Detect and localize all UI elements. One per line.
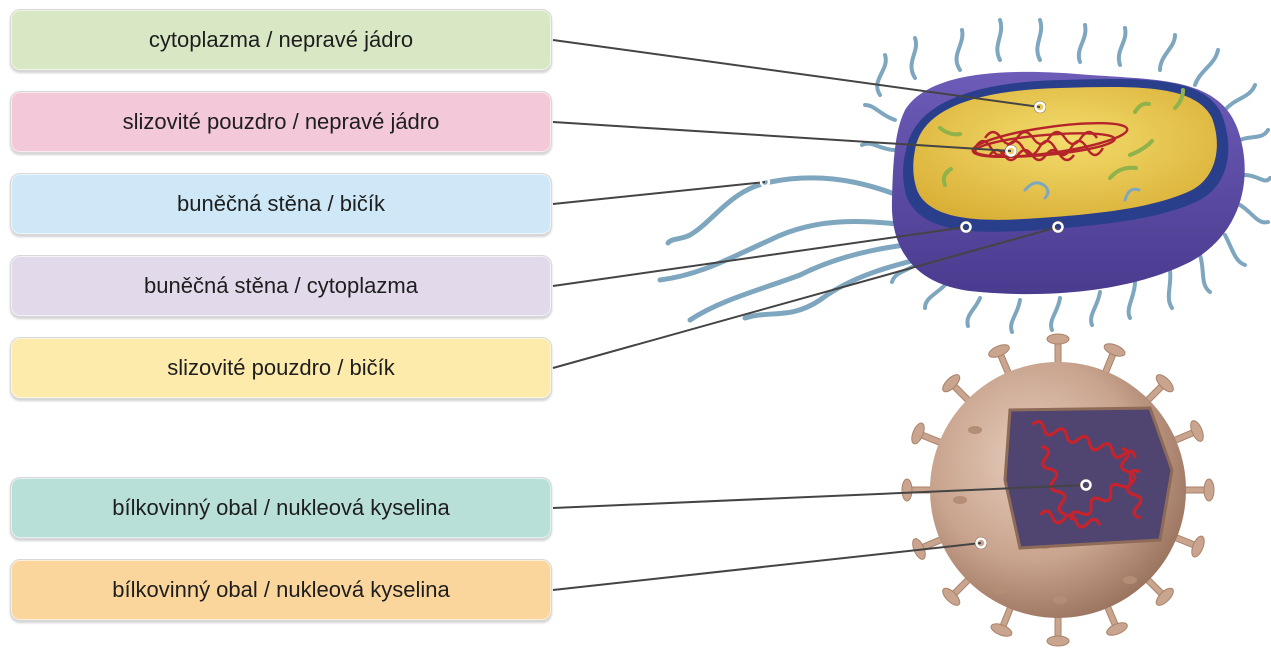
connector-5 [553, 227, 1058, 368]
connector-4 [553, 227, 966, 286]
label-box-3[interactable]: buněčná stěna / bičík [10, 173, 552, 235]
label-box-1[interactable]: cytoplazma / nepravé jádro [10, 9, 552, 71]
connector-1 [553, 40, 1040, 107]
label-box-5[interactable]: slizovité pouzdro / bičík [10, 337, 552, 399]
label-box-4[interactable]: buněčná stěna / cytoplazma [10, 255, 552, 317]
label-box-7[interactable]: bílkovinný obal / nukleová kyselina [10, 559, 552, 621]
label-box-6[interactable]: bílkovinný obal / nukleová kyselina [10, 477, 552, 539]
connector-7 [553, 543, 981, 590]
label-box-2[interactable]: slizovité pouzdro / nepravé jádro [10, 91, 552, 153]
